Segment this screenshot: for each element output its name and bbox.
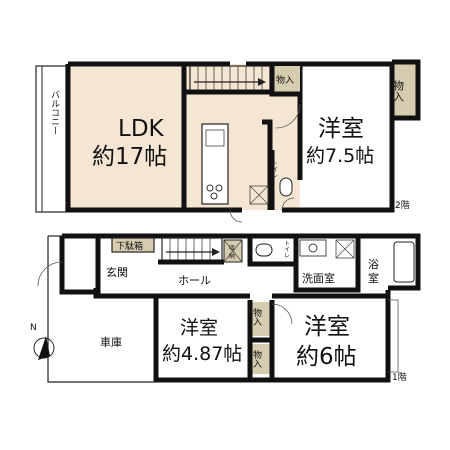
storage-small-label-1: 収 (229, 245, 235, 252)
washroom-label: 洗面室 (302, 271, 335, 285)
storage-top-label: 物入 (276, 74, 294, 86)
shoe-box-label: 下駄箱 (116, 240, 143, 252)
toilet-1f-bowl (255, 243, 273, 257)
ldk-size: 約17帖 (92, 144, 167, 170)
room-b-size: 約6帖 (296, 344, 357, 370)
room-a-name: 洋室 (180, 317, 218, 339)
toilet-1f-label: トイレ (283, 240, 290, 258)
ldk-name: LDK (118, 116, 165, 142)
north-arrow-icon (33, 336, 55, 360)
garage-label: 車庫 (100, 335, 122, 349)
floor-2-label: 2階 (395, 200, 410, 211)
toilet-2f-label: トイレ (271, 160, 278, 178)
balcony (35, 65, 67, 213)
toilet-2f-bowl (279, 177, 293, 197)
bath-label-1: 浴 (368, 258, 379, 271)
room-b-name: 洋室 (304, 314, 350, 340)
second-floor: バルコニー 物入 (35, 59, 421, 223)
closet-2f-label: 物入 (392, 79, 405, 102)
hall-label: ホール (178, 274, 211, 287)
north-label: N (30, 323, 37, 333)
storage-small-label-2: 納 (229, 252, 235, 260)
bath-label-2: 室 (368, 271, 379, 285)
balcony-label: バルコニー (49, 90, 60, 135)
first-floor: 車庫 下駄箱 玄関 収 納 ホール トイレ 洗面室 (30, 233, 421, 383)
entrance-label: 玄関 (106, 265, 128, 279)
western-2f-name: 洋室 (318, 116, 364, 142)
room-a-size: 約4.87帖 (162, 343, 242, 365)
closet-2f-fill (390, 62, 418, 118)
closet-a-label: 物入 (251, 307, 262, 326)
western-2f-size: 約7.5帖 (306, 145, 374, 167)
floor-1-label: 1階 (392, 372, 407, 383)
closet-b-label: 物入 (251, 349, 262, 368)
bathtub (393, 241, 415, 283)
